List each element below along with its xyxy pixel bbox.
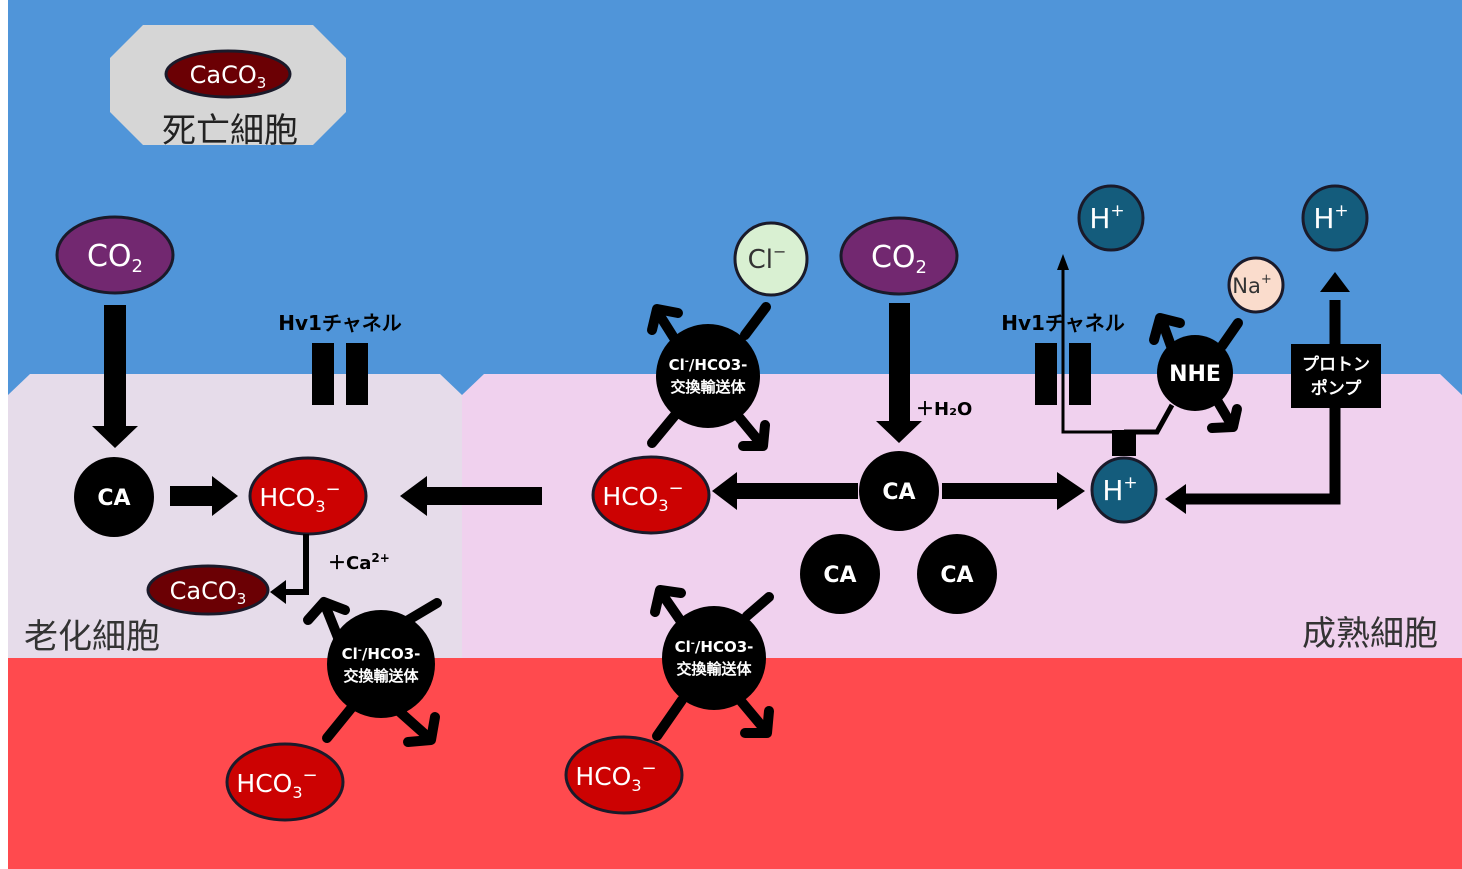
proton-pump-label-2: ポンプ <box>1311 378 1362 399</box>
exchanger-bottom-arrows <box>650 585 774 741</box>
arrow-ca-to-proton <box>942 472 1085 510</box>
ca-lower-right <box>917 534 997 614</box>
proton-outer-right-label: H+ <box>1313 201 1348 235</box>
arrow-hco3-to-caco3-head <box>270 580 286 604</box>
calcium-label: ＋Ca2+ <box>328 551 390 574</box>
arrow-co2-to-ca-right <box>876 303 922 443</box>
hco3-blood-right-label: HCO3− <box>575 758 656 795</box>
exchanger-left <box>327 610 435 718</box>
hv1-channel-left-label: Hv1チャネル <box>278 311 402 335</box>
hv1-channel-right-bar-1 <box>1035 343 1057 405</box>
exchanger-top-label-2: 交換輸送体 <box>670 378 746 396</box>
arrow-mature-to-aging <box>400 476 542 516</box>
nhe-arrows <box>1149 313 1243 433</box>
co2-left <box>55 215 175 295</box>
ca-left <box>74 457 154 537</box>
mature-cell-region <box>462 374 1462 658</box>
sodium-ion <box>1227 256 1285 314</box>
proton-to-nhe-line <box>1124 403 1175 435</box>
proton-pump-arrowhead-in <box>1165 484 1186 514</box>
arrow-ca-to-hco3-right <box>712 472 858 510</box>
co2-right <box>839 216 959 296</box>
exchanger-left-label-1: Cl-/HCO3- <box>342 645 421 663</box>
ca-center <box>859 451 939 531</box>
arrow-co2-to-ca-left <box>92 305 138 448</box>
exchanger-left-label-2: 交換輸送体 <box>343 667 419 685</box>
chloride-ion-label: Cl− <box>748 242 787 275</box>
hv1-channel-right-bar-2 <box>1069 343 1091 405</box>
mature-cell-label: 成熟細胞 <box>1302 614 1438 654</box>
hco3-blood-right <box>564 735 684 815</box>
caco3-aging-cell <box>146 564 270 616</box>
caco3-aging-cell-label: CaCO3 <box>170 577 247 608</box>
aging-cell-label: 老化細胞 <box>24 617 160 657</box>
proton-inner-label: H+ <box>1102 473 1137 507</box>
proton-connector-arrowhead <box>1057 254 1069 270</box>
sodium-ion-label: Na+ <box>1232 272 1271 298</box>
ca-left-label: CA <box>97 486 130 511</box>
chloride-ion <box>733 221 809 297</box>
co2-left-label: CO2 <box>87 239 143 277</box>
proton-inner <box>1090 456 1158 524</box>
caco3-dead-cell-label: CaCO3 <box>190 61 267 92</box>
hco3-blood-left-label: HCO3− <box>236 765 317 802</box>
arrow-ca-to-hco3-left <box>170 476 238 516</box>
water-label: ＋H₂O <box>916 399 972 420</box>
hco3-right <box>591 455 711 535</box>
hv1-channel-left-bar-1 <box>312 343 334 405</box>
proton-pump-arrowhead-out <box>1320 272 1350 292</box>
nhe-transporter <box>1157 335 1233 411</box>
proton-connector-line <box>1061 268 1124 434</box>
exchanger-bottom-label-2: 交換輸送体 <box>676 660 752 678</box>
proton-pump-box <box>1291 344 1381 408</box>
dead-cell-label: 死亡細胞 <box>162 111 298 151</box>
ca-lower-right-label: CA <box>940 563 973 588</box>
ca-lower-left-label: CA <box>823 563 856 588</box>
ca-lower-left <box>800 534 880 614</box>
co2-right-label: CO2 <box>871 240 927 278</box>
ca-center-label: CA <box>882 480 915 505</box>
exchanger-top <box>656 324 760 428</box>
exchanger-top-label-1: Cl-/HCO3- <box>669 356 748 374</box>
hco3-right-label: HCO3− <box>602 478 683 515</box>
hco3-left-label: HCO3− <box>259 479 340 516</box>
exchanger-bottom <box>662 606 766 710</box>
proton-outer-left <box>1077 184 1145 252</box>
proton-outer-right <box>1301 184 1369 252</box>
proton-pump-label-1: プロトン <box>1302 354 1370 375</box>
exchanger-left-arrows <box>303 597 442 747</box>
nhe-label: NHE <box>1169 362 1221 387</box>
arrow-hco3-to-caco3 <box>282 534 309 595</box>
hco3-blood-left <box>225 742 345 822</box>
aging-cell-region <box>8 374 462 658</box>
caco3-dead-cell <box>164 49 292 99</box>
proton-outer-left-label: H+ <box>1089 201 1124 235</box>
exchanger-bottom-label-1: Cl-/HCO3- <box>675 638 754 656</box>
hv1-channel-left-bar-2 <box>346 343 368 405</box>
exchanger-top-arrows <box>647 302 771 451</box>
